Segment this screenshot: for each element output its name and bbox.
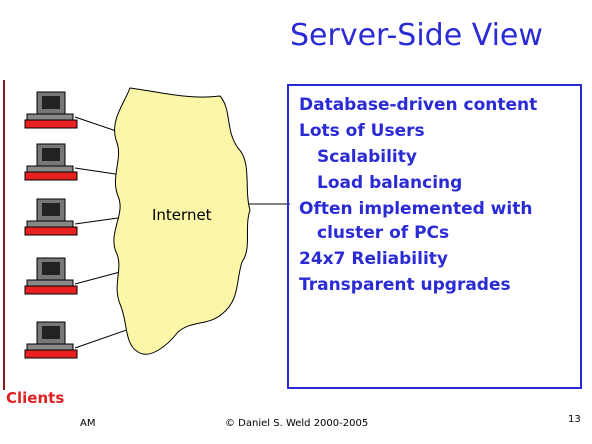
page-number: 13 bbox=[568, 414, 581, 425]
client-computer bbox=[24, 91, 78, 129]
bullet-item: Database-driven content bbox=[299, 95, 538, 115]
sub-bullet-item: Scalability bbox=[317, 147, 417, 167]
internet-cloud-shape bbox=[113, 87, 251, 355]
client-computer bbox=[24, 143, 78, 181]
bullet-item: Transparent upgrades bbox=[299, 275, 511, 295]
sub-bullet-item: Load balancing bbox=[317, 173, 463, 193]
client-computer bbox=[24, 198, 78, 236]
footer-left: AM bbox=[80, 418, 96, 429]
server-box bbox=[287, 84, 582, 389]
bullet-item: Lots of Users bbox=[299, 121, 425, 141]
bullet-item: Often implemented with bbox=[299, 199, 533, 219]
internet-label: Internet bbox=[152, 206, 212, 224]
left-rule bbox=[3, 80, 5, 390]
bullet-continuation: cluster of PCs bbox=[317, 223, 450, 243]
client-computer bbox=[24, 321, 78, 359]
connection-line bbox=[74, 217, 119, 225]
slide-title: Server-Side View bbox=[290, 18, 543, 53]
bullet-item: 24x7 Reliability bbox=[299, 249, 448, 269]
connection-line bbox=[74, 167, 123, 176]
footer-copyright: © Daniel S. Weld 2000-2005 bbox=[225, 418, 369, 429]
clients-label: Clients bbox=[6, 389, 65, 407]
client-computer bbox=[24, 257, 78, 295]
connection-line bbox=[74, 271, 121, 285]
